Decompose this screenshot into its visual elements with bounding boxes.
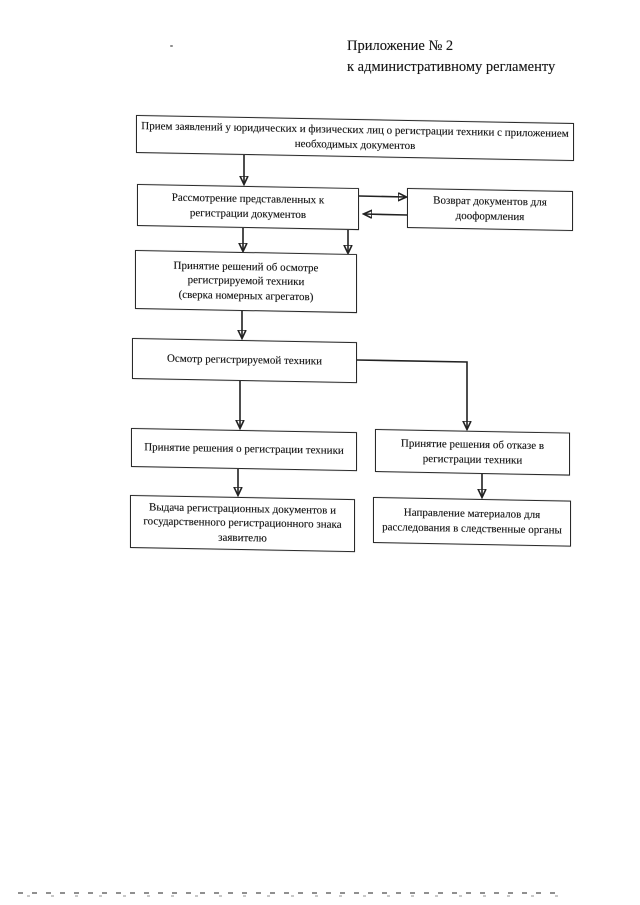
flow-node-return-documents: Возврат документов для дооформления: [407, 188, 573, 232]
scan-speck: [170, 45, 173, 47]
flow-node-label: Осмотр регистрируемой техники: [166, 352, 323, 368]
scan-artifact-line: [18, 892, 563, 897]
flow-node-decide-registration: Принятие решения о регистрации техники: [131, 428, 357, 472]
flow-node-forward-materials: Направление материалов для расследования…: [373, 497, 571, 547]
flow-node-issue-documents: Выдача регистрационных документов и госу…: [130, 495, 355, 553]
flow-node-decide-inspection: Принятие решений об осмотре регистрируем…: [135, 250, 357, 314]
flow-node-inspection: Осмотр регистрируемой техники: [132, 338, 357, 384]
appendix-number: Приложение № 2: [347, 38, 454, 54]
flow-node-label: Возврат документов для дооформления: [433, 194, 547, 224]
connector-review-to-return: [358, 196, 406, 197]
appendix-subtitle: к административному регламенту: [347, 59, 556, 75]
flow-node-label: Прием заявлений у юридических и физическ…: [141, 120, 569, 153]
flow-node-label: Рассмотрение представленных к регистраци…: [171, 192, 325, 222]
connector-inspection-to-refusal: [356, 359, 467, 429]
flow-node-label: Направление материалов для расследования…: [382, 506, 562, 537]
flow-node-label: Выдача регистрационных документов и госу…: [143, 500, 342, 545]
connector-return-to-review: [364, 214, 408, 215]
flow-node-label: Принятие решения о регистрации техники: [144, 441, 344, 458]
flow-node-label: Принятие решений об осмотре регистрируем…: [173, 259, 319, 304]
flow-node-review-documents: Рассмотрение представленных к регистраци…: [137, 184, 359, 231]
appendix-header: Приложение № 2 к административному регла…: [347, 36, 587, 78]
flow-node-accept-applications: Прием заявлений у юридических и физическ…: [136, 115, 574, 162]
flow-node-label: Принятие решения об отказе в регистрации…: [400, 437, 545, 467]
flow-node-decide-refusal: Принятие решения об отказе в регистрации…: [375, 429, 570, 476]
